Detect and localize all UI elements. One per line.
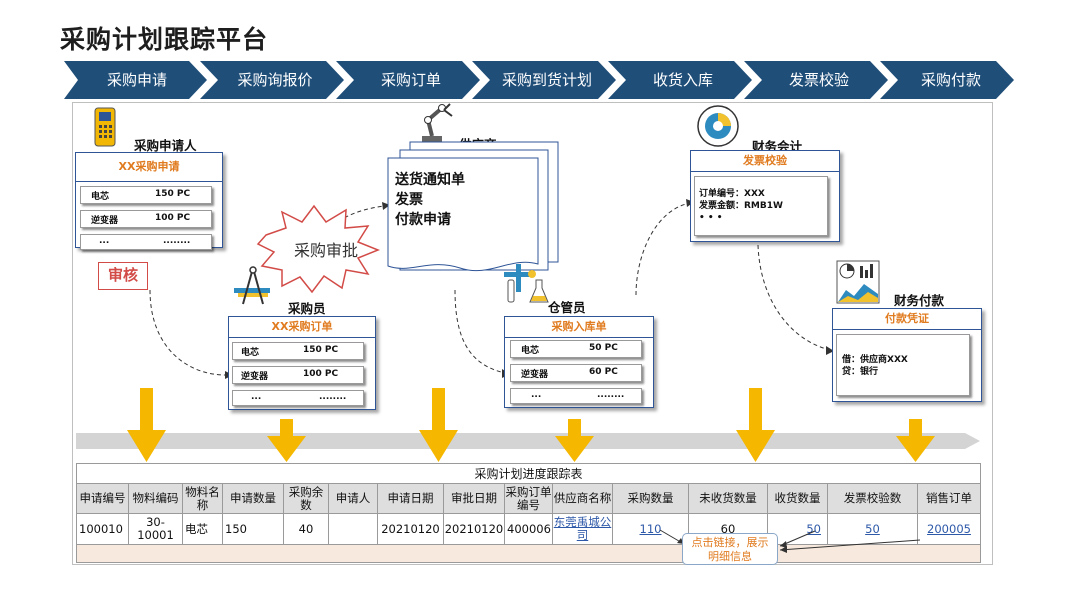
col-header: 申请日期 xyxy=(377,483,444,514)
voucher-debit: 借：供应商XXX xyxy=(842,355,908,365)
col-header: 未收货数量 xyxy=(688,483,768,514)
voucher-credit: 贷：银行 xyxy=(842,367,879,377)
step-arrival-plan[interactable]: 采购到货计划 xyxy=(501,71,592,89)
step-purchase-order[interactable]: 采购订单 xyxy=(380,71,441,89)
col-header: 采购数量 xyxy=(612,483,689,514)
invoice-check-note xyxy=(694,176,828,236)
step-receiving[interactable]: 收货入库 xyxy=(652,71,713,89)
request-row-3: ........... xyxy=(80,234,212,250)
purchase-request-header: XX采购申请 xyxy=(75,152,223,182)
step-chevron-7 xyxy=(880,61,1014,99)
step-chevron-6 xyxy=(744,61,888,99)
connector-arrowhead-2 xyxy=(382,202,390,210)
payment-voucher-lines: 借：供应商XXX 贷：银行 xyxy=(842,354,908,378)
invoice-check-lines: 订单编号：XXX 发票金额：RMB1W • • • xyxy=(699,188,783,224)
step-invoice-check[interactable]: 发票校验 xyxy=(788,71,849,89)
table-cell: 20210120 xyxy=(377,513,444,545)
dashboard-chart-icon xyxy=(836,260,880,304)
warehouse-role-label: 仓管员 xyxy=(548,300,586,315)
down-arrow-1 xyxy=(127,388,166,462)
col-header: 供应商名称 xyxy=(552,483,613,514)
process-chevrons xyxy=(64,61,1014,99)
detail-link-callout: 点击链接，展示明细信息 xyxy=(682,533,778,565)
invoice-ellipsis: • • • xyxy=(699,213,723,223)
down-arrow-3 xyxy=(419,388,458,462)
stock-in-header: 采购入库单 xyxy=(504,316,654,338)
down-arrow-4 xyxy=(555,419,594,462)
step-quotation[interactable]: 采购询报价 xyxy=(237,71,313,89)
supplier-name-link[interactable]: 东莞禹城公司 xyxy=(552,513,613,545)
step-chevron-3 xyxy=(336,61,480,99)
order-row-3: ........... xyxy=(232,390,364,406)
target-gauge-icon xyxy=(697,105,739,147)
drafting-tools-icon xyxy=(234,266,270,305)
payment-voucher-header: 付款凭证 xyxy=(832,308,982,330)
invoice-doc: 发票 xyxy=(395,192,423,208)
flow-connector-5 xyxy=(757,244,831,351)
step-chevron-1 xyxy=(64,61,207,99)
purchase-order-header: XX采购订单 xyxy=(228,316,376,338)
tracking-table: 采购计划进度跟踪表 申请编号 物料编码 物料名称 申请数量 采购余数 申请人 申… xyxy=(76,463,981,563)
step-chevron-2 xyxy=(200,61,344,99)
step-chevron-4 xyxy=(472,61,616,99)
step-payment[interactable]: 采购付款 xyxy=(920,71,981,89)
table-cell: 400006 xyxy=(504,513,553,545)
pos-terminal-icon xyxy=(94,107,116,147)
col-header: 物料编码 xyxy=(128,483,183,514)
buyer-role-label: 采购员 xyxy=(288,301,326,316)
table-cell: 20210120 xyxy=(443,513,505,545)
payment-request-doc: 付款申请 xyxy=(395,212,451,228)
delivery-notice-doc: 送货通知单 xyxy=(395,172,465,188)
col-header: 物料名称 xyxy=(182,483,223,514)
flow-connector-2 xyxy=(304,205,386,266)
col-header: 发票校验数 xyxy=(827,483,918,514)
col-header: 采购订单编号 xyxy=(504,483,553,514)
invoice-order-no: 订单编号：XXX xyxy=(699,189,765,199)
step-chevron-5 xyxy=(608,61,752,99)
invoice-check-header: 发票校验 xyxy=(690,150,840,172)
down-arrow-5 xyxy=(736,388,775,462)
approval-burst-label: 采购审批 xyxy=(294,241,359,260)
col-header: 申请数量 xyxy=(222,483,284,514)
invoice-amount: 发票金额：RMB1W xyxy=(699,201,783,211)
payment-role-label: 财务付款 xyxy=(894,293,945,308)
flow-connector-1 xyxy=(149,289,226,376)
down-arrow-2 xyxy=(267,419,306,462)
lab-flask-icon xyxy=(504,264,549,303)
supplier-doc-stack xyxy=(387,141,559,272)
content-frame xyxy=(72,102,993,565)
robot-arm-icon xyxy=(422,103,453,142)
down-arrow-6 xyxy=(896,419,935,462)
supplier-doc-list: 送货通知单 发票 付款申请 xyxy=(395,170,465,230)
process-steps: 采购申请 采购询报价 采购订单 采购到货计划 收货入库 发票校验 采购付款 xyxy=(64,61,1014,99)
col-header: 收货数量 xyxy=(767,483,828,514)
requester-role-label: 采购申请人 xyxy=(134,138,197,153)
table-cell: 30-10001 xyxy=(128,513,183,545)
page-title: 采购计划跟踪平台 xyxy=(60,25,269,54)
flow-connector-3 xyxy=(454,289,506,374)
payment-voucher-note xyxy=(836,334,970,396)
connector-arrowhead-5 xyxy=(826,346,834,355)
review-stamp: 审核 xyxy=(98,262,148,290)
step-purchase-request[interactable]: 采购申请 xyxy=(106,71,167,89)
sales-order-link[interactable]: 200005 xyxy=(917,513,981,545)
stock-in-row-3: ........... xyxy=(510,388,642,404)
approval-burst-shape xyxy=(256,204,381,294)
